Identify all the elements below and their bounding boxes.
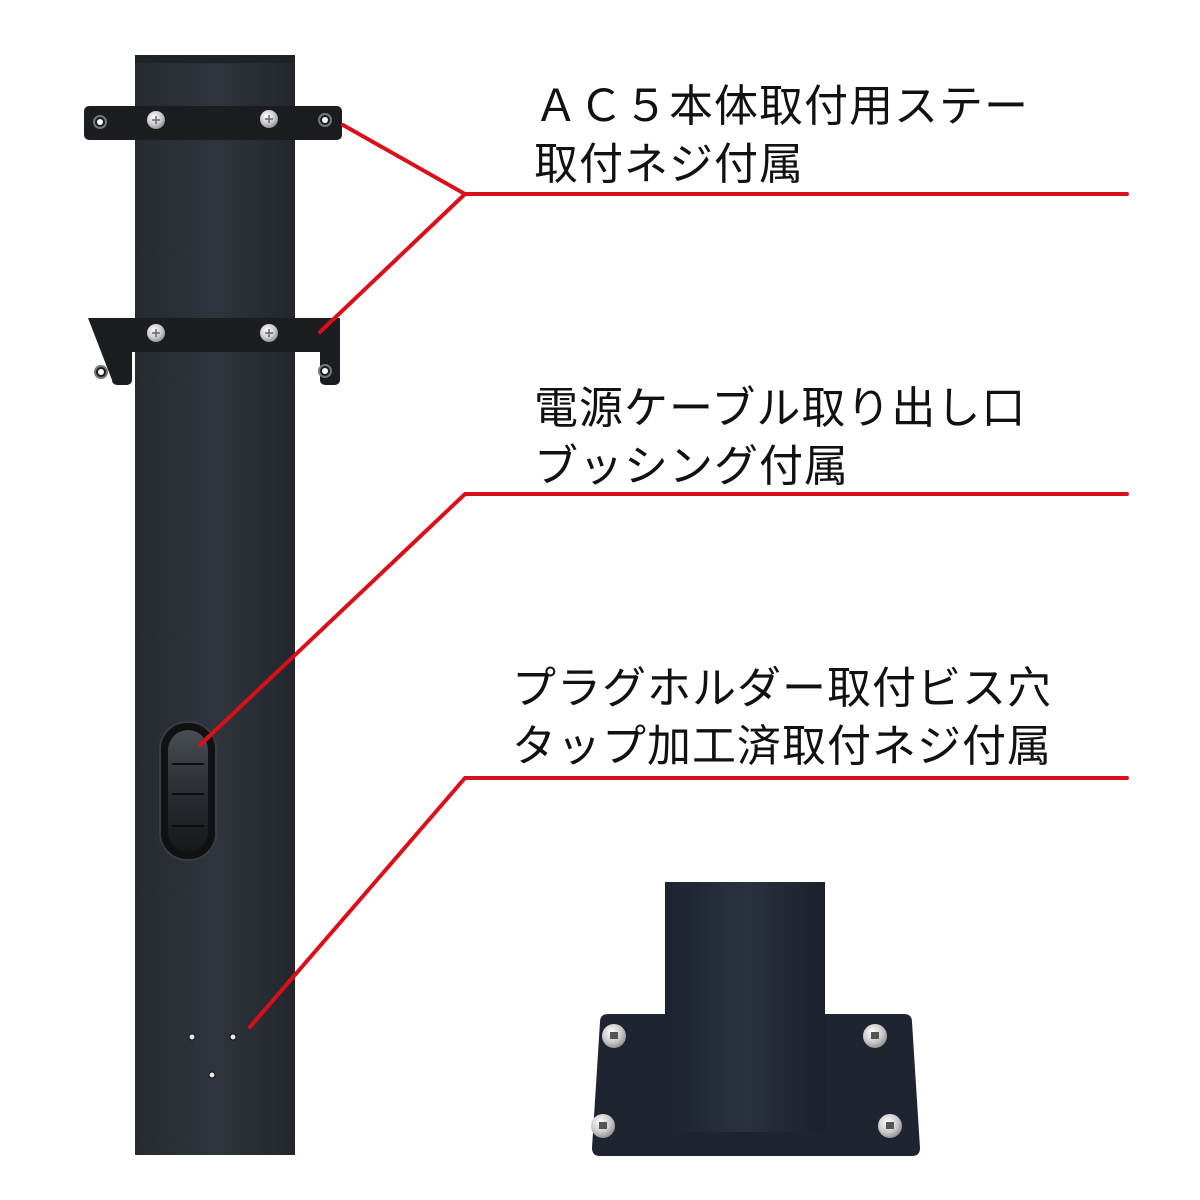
callout-stay-mount-line-1: ＡＣ５本体取付用ステー — [534, 81, 1029, 132]
callout-plug-holder: プラグホルダー取付ビス穴 タップ加工済取付ネジ付属 — [512, 660, 1052, 776]
screw-icon — [260, 110, 278, 128]
plug-holder-holes — [188, 1033, 237, 1079]
leader-line-stay-lower — [318, 192, 467, 334]
bolt-icon — [863, 1024, 887, 1048]
plug-holder-hole-bottom — [208, 1071, 216, 1079]
bolt-icon — [602, 1024, 626, 1048]
callout-plug-holder-line-1: プラグホルダー取付ビス穴 — [512, 663, 1052, 714]
callout-cable-outlet: 電源ケーブル取り出し口 ブッシング付属 — [534, 380, 1026, 496]
lower-mounting-stay — [88, 318, 340, 385]
callout-plug-holder-line-2: タップ加工済取付ネジ付属 — [512, 721, 1052, 772]
callout-cable-outlet-line-1: 電源ケーブル取り出し口 — [534, 383, 1027, 434]
upper-mounting-stay — [84, 106, 342, 140]
plug-holder-hole-left — [188, 1033, 196, 1041]
leader-line-holes — [248, 776, 1129, 1029]
callout-stay-mount: ＡＣ５本体取付用ステー 取付ネジ付属 — [534, 78, 1029, 194]
callout-cable-outlet-line-2: ブッシング付属 — [534, 441, 849, 492]
bolt-icon — [878, 1114, 902, 1138]
cable-outlet-bushing — [159, 721, 217, 861]
screw-icon — [260, 324, 278, 342]
callout-stay-mount-line-2: 取付ネジ付属 — [534, 139, 804, 190]
base-plate-inset — [591, 882, 920, 1156]
screw-icon — [147, 111, 165, 129]
leader-lines — [198, 123, 1129, 1029]
screw-icon — [147, 324, 165, 342]
leader-line-bushing — [198, 492, 1129, 747]
main-post — [135, 55, 295, 1155]
bolt-icon — [591, 1114, 615, 1138]
plug-holder-hole-right — [229, 1033, 237, 1041]
